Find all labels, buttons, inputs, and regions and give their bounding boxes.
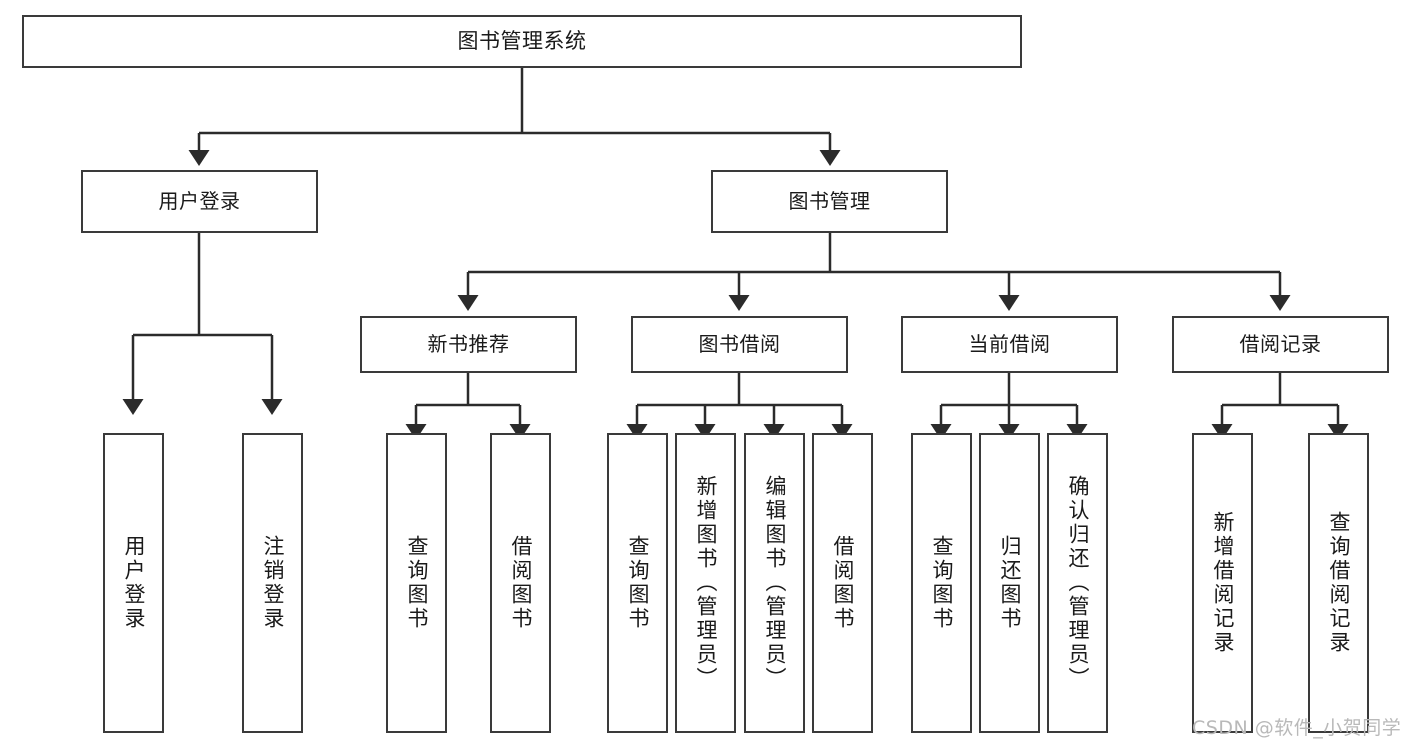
node-label: 新增借阅记录 xyxy=(1211,511,1235,655)
node-leaf-confirm-return[interactable]: 确认归还（管理员） xyxy=(1047,433,1108,733)
node-leaf-add-record[interactable]: 新增借阅记录 xyxy=(1192,433,1253,733)
node-label: 归还图书 xyxy=(998,535,1022,631)
node-label: 查询图书 xyxy=(405,535,429,631)
node-root-book-management-system[interactable]: 图书管理系统 xyxy=(22,15,1022,68)
node-current-borrow[interactable]: 当前借阅 xyxy=(901,316,1118,373)
node-label: 编辑图书（管理员） xyxy=(763,475,787,691)
node-label: 确认归还（管理员） xyxy=(1066,475,1090,691)
node-label: 用户登录 xyxy=(158,189,241,214)
node-leaf-query-book-1[interactable]: 查询图书 xyxy=(386,433,447,733)
node-leaf-query-book-2[interactable]: 查询图书 xyxy=(607,433,668,733)
node-label: 当前借阅 xyxy=(968,332,1051,357)
node-leaf-query-record[interactable]: 查询借阅记录 xyxy=(1308,433,1369,733)
node-leaf-edit-book[interactable]: 编辑图书（管理员） xyxy=(744,433,805,733)
node-leaf-user-login[interactable]: 用户登录 xyxy=(103,433,164,733)
node-new-book-recommend[interactable]: 新书推荐 xyxy=(360,316,577,373)
node-leaf-user-logout[interactable]: 注销登录 xyxy=(242,433,303,733)
node-label: 借阅图书 xyxy=(831,535,855,631)
node-label: 查询图书 xyxy=(626,535,650,631)
node-user-login[interactable]: 用户登录 xyxy=(81,170,318,233)
node-label: 注销登录 xyxy=(261,535,285,631)
node-book-management[interactable]: 图书管理 xyxy=(711,170,948,233)
node-leaf-return-book[interactable]: 归还图书 xyxy=(979,433,1040,733)
node-label: 借阅记录 xyxy=(1239,332,1322,357)
node-borrow-record[interactable]: 借阅记录 xyxy=(1172,316,1389,373)
node-leaf-add-book[interactable]: 新增图书（管理员） xyxy=(675,433,736,733)
node-book-borrow[interactable]: 图书借阅 xyxy=(631,316,848,373)
node-label: 图书管理 xyxy=(788,189,871,214)
node-leaf-borrow-book-2[interactable]: 借阅图书 xyxy=(812,433,873,733)
node-label: 新增图书（管理员） xyxy=(694,475,718,691)
node-leaf-query-book-3[interactable]: 查询图书 xyxy=(911,433,972,733)
node-label: 查询图书 xyxy=(930,535,954,631)
node-label: 图书管理系统 xyxy=(457,28,587,53)
watermark-csdn: CSDN @软件_小贺同学 xyxy=(1192,717,1402,739)
node-leaf-borrow-book-1[interactable]: 借阅图书 xyxy=(490,433,551,733)
node-label: 借阅图书 xyxy=(509,535,533,631)
node-label: 查询借阅记录 xyxy=(1327,511,1351,655)
node-label: 图书借阅 xyxy=(698,332,781,357)
node-label: 用户登录 xyxy=(122,535,146,631)
node-label: 新书推荐 xyxy=(427,332,510,357)
